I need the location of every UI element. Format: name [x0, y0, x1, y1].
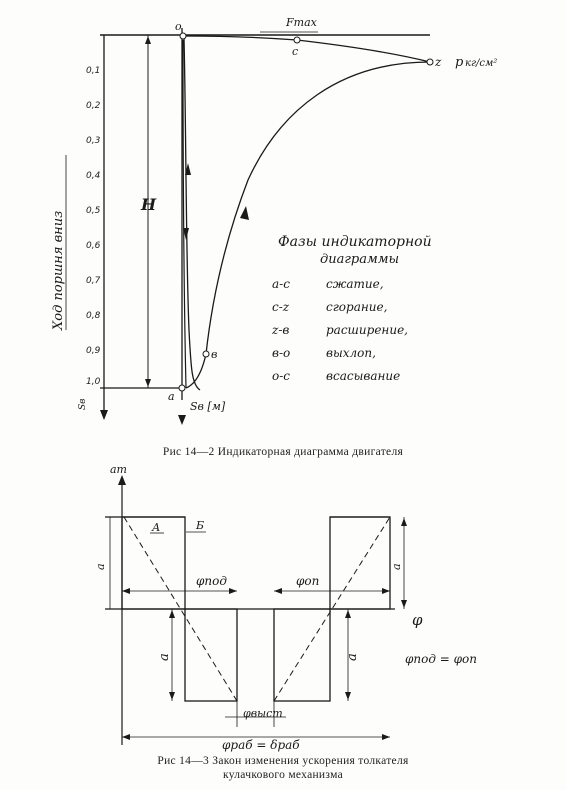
- cam-acceleration-figure: aт φ А Б a a a: [0, 455, 566, 781]
- phase-code-5: о-с: [272, 369, 290, 383]
- phi-rab-label: φраб = δраб: [222, 738, 300, 752]
- point-c: [293, 36, 301, 44]
- a-label-left-pos: a: [94, 563, 107, 570]
- rect-pos-right: [329, 516, 391, 610]
- h-label: Н: [140, 195, 157, 214]
- pressure-unit: кг/см²: [465, 58, 497, 69]
- phases-title: Фазы индикаторной: [278, 234, 432, 250]
- accel-y-label: aт: [110, 463, 127, 476]
- label-c: с: [292, 45, 298, 58]
- exhaust-curve: [185, 353, 207, 389]
- dim-phi-rab-arrow-right: [382, 734, 390, 740]
- figure2-caption-2: кулачкового механизма: [223, 769, 343, 781]
- dim-a-right-neg-arrow-top: [345, 610, 351, 618]
- center-axis-arrow: [178, 415, 186, 425]
- phase-name-5: всасывание: [326, 369, 400, 383]
- figure2-caption-1: Рис 14—3 Закон изменения ускорения толка…: [157, 755, 409, 767]
- rect-neg-right: [273, 608, 331, 702]
- dim-phi-pod-arrow-right: [229, 588, 237, 594]
- phases-legend: Фазы индикаторной диаграммы а-с сжатие, …: [271, 234, 432, 383]
- dim-phi-op-arrow-left: [274, 588, 282, 594]
- h-arrow-top: [145, 36, 151, 44]
- cam-acceleration-diagram: aт φ А Б a a a: [94, 463, 477, 752]
- phase-code-2: с-z: [272, 300, 290, 314]
- phase-code-3: z-в: [271, 323, 289, 337]
- point-z: [426, 58, 434, 66]
- phase-code-1: а-с: [272, 277, 290, 291]
- dim-phi-rab-arrow-left: [122, 734, 130, 740]
- dashed-line-left: [123, 516, 238, 702]
- s-axis-short: Sв: [78, 399, 88, 410]
- phases-title-2: диаграммы: [320, 252, 399, 267]
- pressure-symbol: p: [455, 55, 464, 70]
- label-a: а: [168, 390, 175, 403]
- tick-1-0: 1,0: [86, 377, 101, 387]
- s-axis-label: Sв [м]: [190, 400, 226, 413]
- tick-0-1: 0,1: [86, 66, 100, 76]
- a-label-right-pos: a: [390, 563, 403, 570]
- indicator-diagram: о с z в а Fmax p кг/см² Н Sв [м] Sв Ход …: [51, 16, 497, 425]
- tick-0-7: 0,7: [86, 276, 101, 286]
- phi-pod-label: φпод: [196, 574, 227, 588]
- compression-curve: [183, 37, 201, 391]
- phase-name-2: сгорание,: [326, 300, 387, 314]
- tick-0-9: 0,9: [86, 346, 101, 356]
- label-o: о: [175, 20, 182, 33]
- phase-name-3: расширение,: [326, 323, 408, 337]
- dim-a-left-neg-arrow-bottom: [169, 692, 175, 700]
- point-o: [179, 32, 187, 40]
- y-axis-label: Ход поршня вниз: [51, 211, 66, 331]
- tick-0-8: 0,8: [86, 311, 101, 321]
- dim-phi-pod-arrow-left: [122, 588, 130, 594]
- tick-0-6: 0,6: [86, 241, 101, 251]
- intake-arrow: [183, 228, 189, 240]
- combustion-curve: [183, 35, 431, 63]
- h-arrow-bottom: [145, 379, 151, 387]
- phi-equality-label: φпод = φоп: [405, 652, 477, 666]
- label-b-rect: Б: [195, 519, 204, 532]
- phi-vist-label: φвыст: [243, 707, 283, 720]
- point-b: [202, 350, 210, 358]
- label-a-dashed: А: [151, 521, 160, 534]
- phi-axis-label: φ: [412, 611, 423, 629]
- expansion-arrow: [240, 206, 249, 220]
- figure1-caption: Рис 14—2 Индикаторная диаграмма двигател…: [162, 446, 404, 458]
- y-ticks: 0,1 0,2 0,3 0,4 0,5 0,6 0,7 0,8 0,9 1,0: [86, 66, 101, 387]
- rect-pos-left: [121, 516, 186, 610]
- phase-name-4: выхлоп,: [326, 346, 376, 360]
- phase-name-1: сжатие,: [326, 277, 384, 291]
- dim-a-right-pos-arrow-top: [401, 518, 407, 526]
- phase-code-4: в-о: [272, 346, 290, 360]
- label-z: z: [434, 55, 442, 69]
- intake-curve: [182, 39, 187, 389]
- tick-0-4: 0,4: [86, 171, 101, 181]
- dashed-line-right: [273, 516, 391, 702]
- dim-phi-op-arrow-right: [382, 588, 390, 594]
- indicator-diagram-figure: о с z в а Fmax p кг/см² Н Sв [м] Sв Ход …: [51, 16, 497, 458]
- stroke-axis-arrow: [100, 410, 108, 420]
- expansion-curve: [205, 61, 431, 355]
- dim-a-right-pos-arrow-bottom: [401, 600, 407, 608]
- label-b: в: [211, 348, 217, 361]
- accel-y-axis-arrow: [118, 475, 126, 485]
- a-label-right-neg: a: [345, 653, 360, 661]
- dim-a-right-neg-arrow-bottom: [345, 692, 351, 700]
- compression-arrow: [185, 163, 191, 175]
- dim-a-left-neg-arrow-top: [169, 610, 175, 618]
- tick-0-2: 0,2: [86, 101, 101, 111]
- a-label-left-neg: a: [157, 653, 172, 661]
- phi-op-label: φоп: [296, 574, 319, 588]
- tick-0-3: 0,3: [86, 136, 101, 146]
- point-a: [178, 384, 186, 392]
- tick-0-5: 0,5: [86, 206, 101, 216]
- rect-neg-left: [184, 608, 238, 702]
- fmax-label: Fmax: [285, 16, 318, 29]
